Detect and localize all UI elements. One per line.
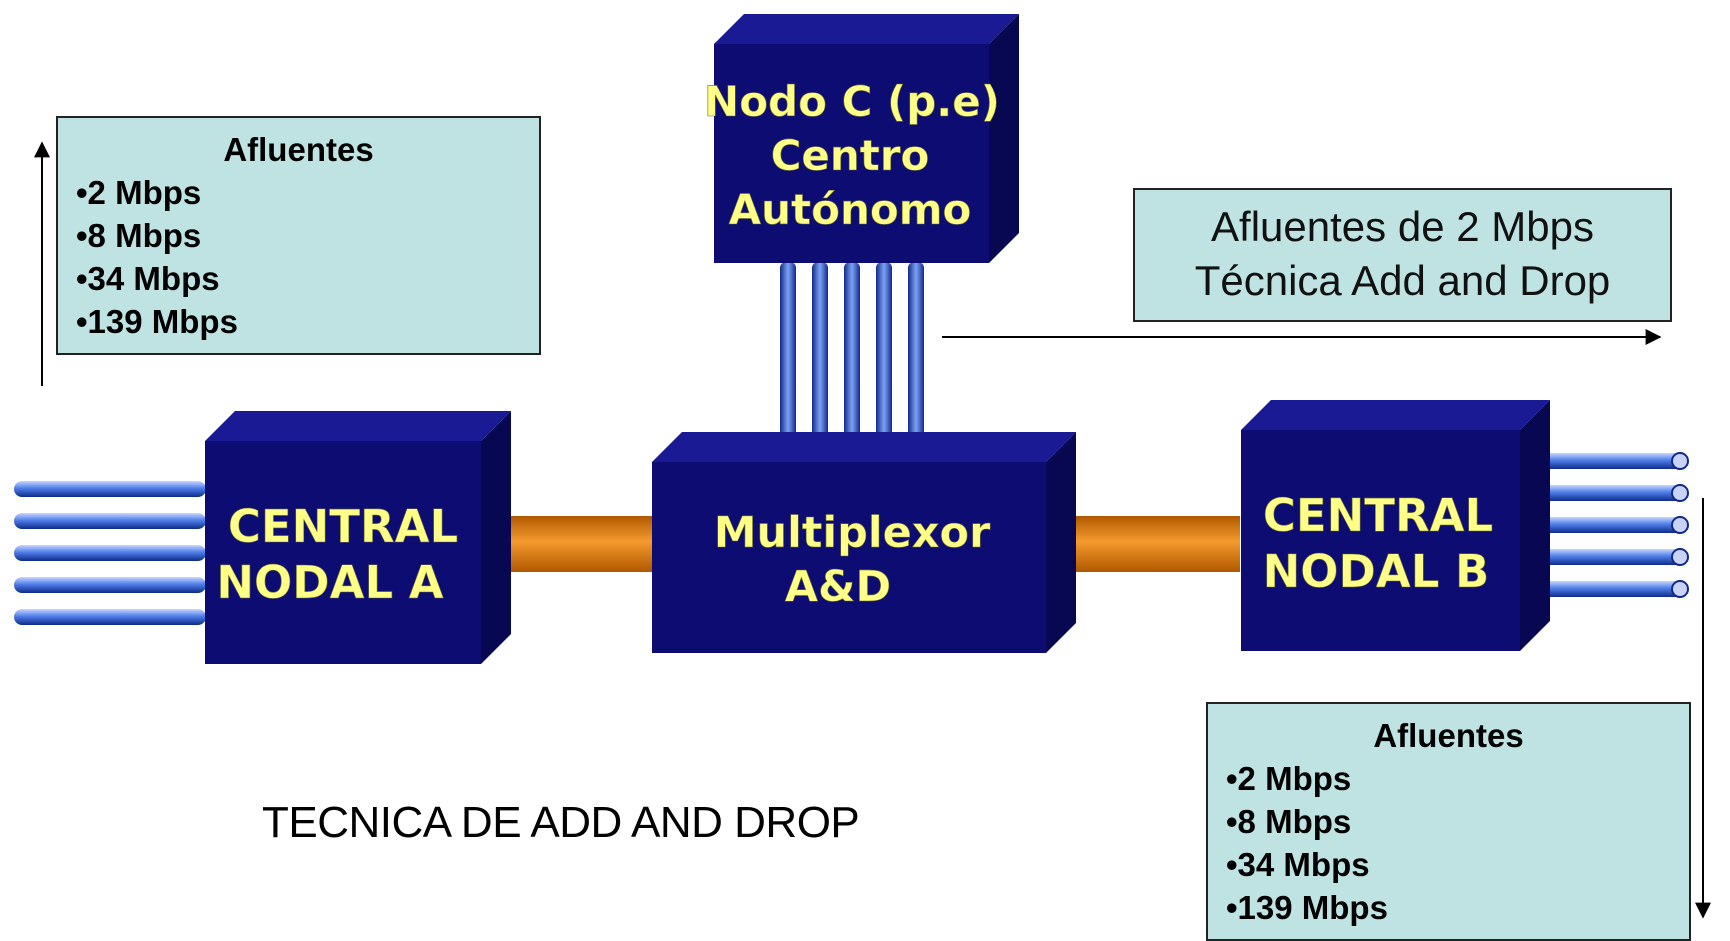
tributary-c-4 — [876, 262, 892, 450]
central-nodal-a: CENTRAL NODAL A — [205, 411, 511, 664]
tributary-b-3 — [1540, 517, 1688, 533]
afluentes-left-title: Afluentes — [223, 131, 374, 168]
tributary-c-3 — [844, 262, 860, 450]
central-a-label-2: NODAL A — [216, 556, 443, 609]
central-nodal-b: CENTRAL NODAL B — [1241, 400, 1550, 651]
tributary-c-2 — [812, 262, 828, 450]
tributaries-central-b — [1540, 452, 1689, 598]
tributary-a-4 — [14, 577, 206, 593]
afluentes-right-item-3: •34 Mbps — [1226, 846, 1370, 883]
afluentes-left-item-3: •34 Mbps — [76, 260, 220, 297]
tributary-b-4 — [1540, 549, 1688, 565]
afluentes-right-item-4: •139 Mbps — [1226, 889, 1388, 926]
afluentes-box-right: Afluentes •2 Mbps •8 Mbps •34 Mbps •139 … — [1206, 702, 1691, 941]
afluentes-box-left: Afluentes •2 Mbps •8 Mbps •34 Mbps •139 … — [56, 116, 541, 355]
technique-line-2: Técnica Add and Drop — [1194, 257, 1611, 304]
nodo-c-label-1: Nodo C (p.e) — [704, 77, 1000, 126]
tributary-a-2 — [14, 513, 206, 529]
central-b-label-2: NODAL B — [1263, 545, 1490, 598]
nodo-c-label-2: Centro — [771, 131, 930, 180]
tributary-b-1 — [1540, 453, 1688, 469]
afluentes-right-title: Afluentes — [1373, 717, 1524, 754]
tributary-c-5 — [908, 262, 924, 450]
nodo-c: Nodo C (p.e) Centro Autónomo — [704, 14, 1019, 263]
afluentes-left-item-2: •8 Mbps — [76, 217, 202, 254]
central-a-label-1: CENTRAL — [228, 500, 458, 553]
tributary-b-2 — [1540, 485, 1688, 501]
central-b-label-1: CENTRAL — [1263, 489, 1493, 542]
tributaries-central-a — [14, 481, 206, 625]
technique-box: Afluentes de 2 Mbps Técnica Add and Drop — [1133, 188, 1672, 322]
afluentes-right-item-2: •8 Mbps — [1226, 803, 1352, 840]
tributaries-node-c — [780, 262, 924, 450]
diagram-caption: TECNICA DE ADD AND DROP — [262, 798, 860, 847]
mux-label-2: A&D — [785, 562, 891, 612]
tributary-c-1 — [780, 262, 796, 450]
multiplexor-ad: Multiplexor A&D — [652, 432, 1076, 653]
technique-line-1: Afluentes de 2 Mbps — [1211, 203, 1594, 250]
tributary-b-5 — [1540, 581, 1688, 597]
link-a-mux — [505, 516, 655, 572]
nodo-c-label-3: Autónomo — [729, 185, 972, 234]
tributary-a-1 — [14, 481, 206, 497]
mux-label-1: Multiplexor — [714, 508, 991, 558]
tributary-a-5 — [14, 609, 206, 625]
afluentes-left-item-1: •2 Mbps — [76, 174, 202, 211]
afluentes-right-item-1: •2 Mbps — [1226, 760, 1352, 797]
tributary-a-3 — [14, 545, 206, 561]
afluentes-left-item-4: •139 Mbps — [76, 303, 238, 340]
